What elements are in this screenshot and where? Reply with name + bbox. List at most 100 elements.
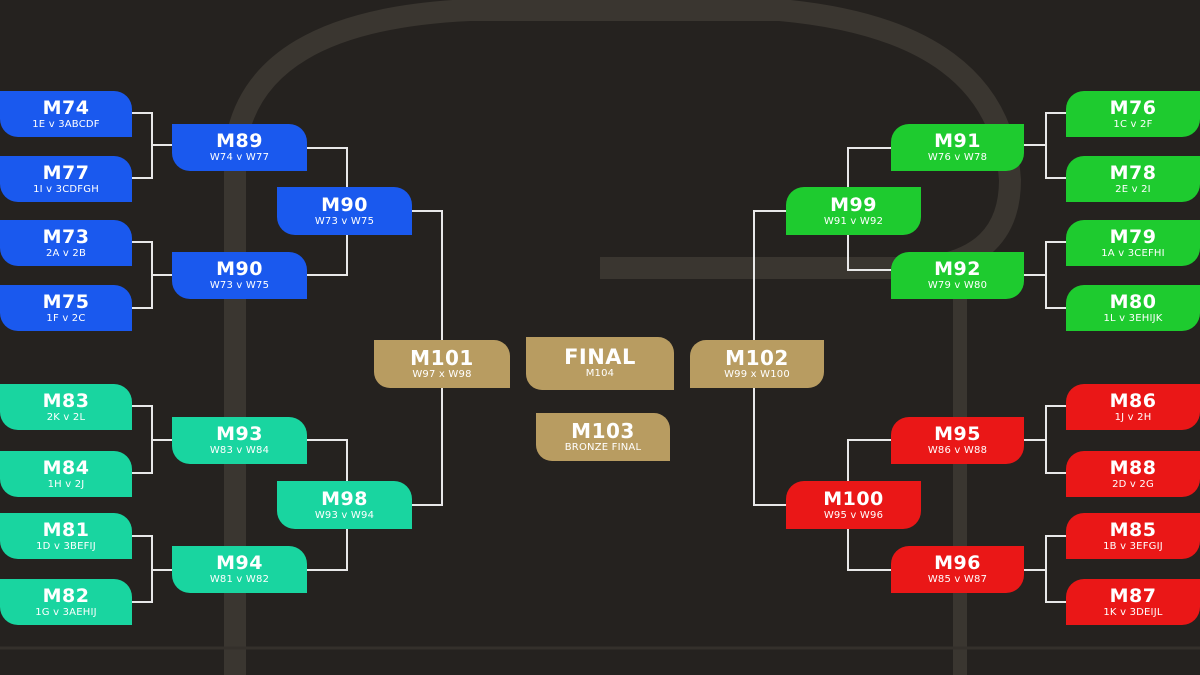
match-m103[interactable]: M103 BRONZE FINAL — [536, 413, 670, 461]
match-teams: W79 v W80 — [927, 280, 988, 291]
match-m96[interactable]: M96 W85 v W87 — [891, 546, 1024, 593]
match-teams: 1D v 3BEFIJ — [36, 540, 96, 552]
match-code: M99 — [830, 193, 877, 216]
match-teams: W81 v W82 — [209, 574, 270, 585]
match-m90-upper[interactable]: M90 W73 v W75 — [277, 187, 412, 235]
match-code: M93 — [216, 423, 263, 445]
match-code: M78 — [1109, 161, 1157, 184]
match-code: M90 — [321, 193, 368, 216]
match-m91[interactable]: M91 W76 v W78 — [891, 124, 1024, 171]
match-m85[interactable]: M85 1B v 3EFGIJ — [1066, 513, 1200, 559]
match-m93[interactable]: M93 W83 v W84 — [172, 417, 307, 464]
connector-m79-m80-to-m92 — [1024, 241, 1066, 309]
match-m92[interactable]: M92 W79 v W80 — [891, 252, 1024, 299]
connector-m74-m77-to-m89 — [132, 112, 172, 179]
match-final[interactable]: FINAL M104 — [526, 337, 674, 390]
match-teams: 1J v 2H — [1114, 411, 1152, 423]
match-teams: W86 v W88 — [927, 445, 988, 456]
match-m73[interactable]: M73 2A v 2B — [0, 220, 132, 266]
match-m100[interactable]: M100 W95 v W96 — [786, 481, 921, 529]
connector-m85-m87-to-m96 — [1024, 535, 1066, 603]
match-code: M88 — [1109, 456, 1157, 479]
match-m80[interactable]: M80 1L v 3EHIJK — [1066, 285, 1200, 331]
match-teams: 1F v 2C — [46, 312, 86, 324]
match-code: M91 — [934, 130, 981, 152]
match-code: M86 — [1109, 389, 1157, 412]
match-teams: W74 v W77 — [209, 152, 270, 163]
match-m87[interactable]: M87 1K v 3DEIJL — [1066, 579, 1200, 625]
match-teams: W97 x W98 — [412, 368, 472, 380]
match-code: M89 — [216, 130, 263, 152]
match-m95[interactable]: M95 W86 v W88 — [891, 417, 1024, 464]
match-code: M96 — [934, 552, 981, 574]
match-teams: BRONZE FINAL — [564, 441, 642, 453]
match-code: M87 — [1109, 584, 1157, 607]
match-teams: W91 v W92 — [823, 215, 884, 227]
match-teams: 2A v 2B — [45, 247, 87, 259]
match-m88[interactable]: M88 2D v 2G — [1066, 451, 1200, 497]
match-m82[interactable]: M82 1G v 3AEHIJ — [0, 579, 132, 625]
match-teams: W73 v W75 — [209, 280, 270, 291]
match-m79[interactable]: M79 1A v 3CEFHI — [1066, 220, 1200, 266]
match-teams: W85 v W87 — [927, 574, 988, 585]
match-teams: 1C v 2F — [1113, 118, 1153, 130]
match-m77[interactable]: M77 1I v 3CDFGH — [0, 156, 132, 202]
match-teams: 1L v 3EHIJK — [1103, 312, 1163, 324]
match-teams: 2D v 2G — [1112, 478, 1154, 490]
match-code: M101 — [410, 345, 474, 370]
match-m89[interactable]: M89 W74 v W77 — [172, 124, 307, 171]
match-code: M85 — [1109, 518, 1157, 541]
match-teams: 1K v 3DEIJL — [1103, 606, 1163, 618]
match-code: M80 — [1109, 290, 1157, 313]
match-teams: 1G v 3AEHIJ — [35, 606, 97, 618]
match-code: M103 — [571, 418, 635, 443]
match-code: M75 — [42, 290, 90, 313]
match-teams: 2K v 2L — [46, 411, 86, 423]
match-teams: M104 — [585, 368, 615, 379]
match-m76[interactable]: M76 1C v 2F — [1066, 91, 1200, 137]
match-teams: 1I v 3CDFGH — [33, 183, 99, 195]
match-teams: W95 v W96 — [823, 509, 884, 521]
match-m84[interactable]: M84 1H v 2J — [0, 451, 132, 497]
match-code: M102 — [725, 345, 789, 370]
match-teams: W93 v W94 — [314, 509, 375, 521]
match-code: M90 — [216, 258, 263, 280]
match-code: M82 — [42, 584, 90, 607]
match-teams: 1B v 3EFGIJ — [1103, 540, 1163, 552]
match-teams: W73 v W75 — [314, 215, 375, 227]
match-m74[interactable]: M74 1E v 3ABCDF — [0, 91, 132, 137]
match-code: M92 — [934, 258, 981, 280]
match-m83[interactable]: M83 2K v 2L — [0, 384, 132, 430]
connector-m73-m75-to-m90b — [132, 241, 172, 309]
match-m101[interactable]: M101 W97 x W98 — [374, 340, 510, 388]
match-code: M81 — [42, 518, 90, 541]
match-m102[interactable]: M102 W99 x W100 — [690, 340, 824, 388]
connector-m83-m84-to-m93 — [132, 405, 172, 474]
match-code: M100 — [823, 487, 884, 510]
match-m78[interactable]: M78 2E v 2I — [1066, 156, 1200, 202]
match-code: M98 — [321, 487, 368, 510]
match-code: M76 — [1109, 96, 1157, 119]
match-teams: 2E v 2I — [1115, 183, 1151, 195]
match-m86[interactable]: M86 1J v 2H — [1066, 384, 1200, 430]
match-m81[interactable]: M81 1D v 3BEFIJ — [0, 513, 132, 559]
connector-m86-m88-to-m95 — [1024, 405, 1066, 474]
match-teams: 1E v 3ABCDF — [32, 118, 100, 130]
match-code: M79 — [1109, 225, 1157, 248]
match-code: M83 — [42, 389, 90, 412]
match-code: M84 — [42, 456, 90, 479]
match-teams: W76 v W78 — [927, 152, 988, 163]
match-teams: W83 v W84 — [209, 445, 270, 456]
match-m75[interactable]: M75 1F v 2C — [0, 285, 132, 331]
match-m94[interactable]: M94 W81 v W82 — [172, 546, 307, 593]
match-code: FINAL — [564, 345, 636, 369]
match-m98[interactable]: M98 W93 v W94 — [277, 481, 412, 529]
connector-m76-m78-to-m91 — [1024, 112, 1066, 179]
match-code: M94 — [216, 552, 263, 574]
connector-m81-m82-to-m94 — [132, 535, 172, 603]
match-m99[interactable]: M99 W91 v W92 — [786, 187, 921, 235]
match-code: M95 — [934, 423, 981, 445]
match-code: M74 — [42, 96, 90, 119]
match-m90-lower[interactable]: M90 W73 v W75 — [172, 252, 307, 299]
match-code: M73 — [42, 225, 90, 248]
